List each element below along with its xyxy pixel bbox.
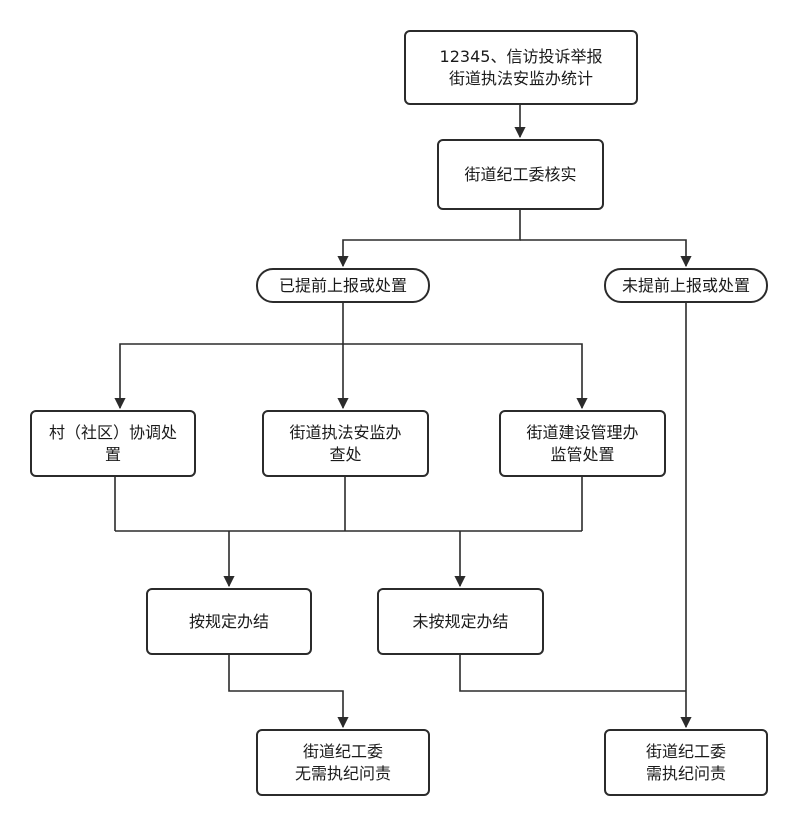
node-label-line: 街道纪工委	[302, 741, 383, 761]
node-label-line: 未提前上报或处置	[621, 275, 750, 295]
connector-compliant-to-no-accountability	[228, 655, 349, 729]
connector-reported-to-construction	[343, 343, 588, 410]
connector-verify-split	[337, 210, 521, 268]
construction-box: 街道建设管理办监管处置	[499, 410, 666, 477]
node-label-line: 需执纪问责	[645, 763, 726, 783]
node-label-line: 街道执法安监办	[289, 422, 402, 442]
node-label-line: 12345、信访投诉举报	[439, 46, 603, 66]
reported-box: 已提前上报或处置	[256, 268, 430, 303]
node-label-line: 村（社区）协调处	[48, 422, 177, 442]
node-label-line: 街道执法安监办统计	[448, 68, 593, 88]
enforcement-box: 街道执法安监办查处	[262, 410, 429, 477]
node-label-line: 街道纪工委核实	[464, 164, 577, 184]
compliant-box: 按规定办结	[146, 588, 312, 655]
noncompliant-box: 未按规定办结	[377, 588, 544, 655]
node-label-line: 未按规定办结	[412, 611, 509, 631]
node-label-line: 查处	[329, 444, 362, 464]
node-label-line: 街道建设管理办	[526, 422, 639, 442]
connector-reported-to-village	[114, 343, 343, 410]
connector-verify-to-not-reported	[520, 239, 692, 268]
accountability-box: 街道纪工委需执纪问责	[604, 729, 768, 796]
node-label-line: 监管处置	[550, 444, 615, 464]
node-label-line: 街道纪工委	[645, 741, 726, 761]
source-box: 12345、信访投诉举报街道执法安监办统计	[404, 30, 638, 105]
village-box: 村（社区）协调处置	[30, 410, 196, 477]
not-reported-box: 未提前上报或处置	[604, 268, 768, 303]
node-label-line: 已提前上报或处置	[278, 275, 407, 295]
node-label-line: 无需执纪问责	[294, 763, 391, 783]
no-accountability-box: 街道纪工委无需执纪问责	[256, 729, 430, 796]
verify-box: 街道纪工委核实	[437, 139, 604, 210]
node-label-line: 按规定办结	[188, 611, 269, 631]
node-label-line: 置	[104, 444, 121, 464]
connector-noncompliant-to-accountability	[459, 655, 686, 692]
